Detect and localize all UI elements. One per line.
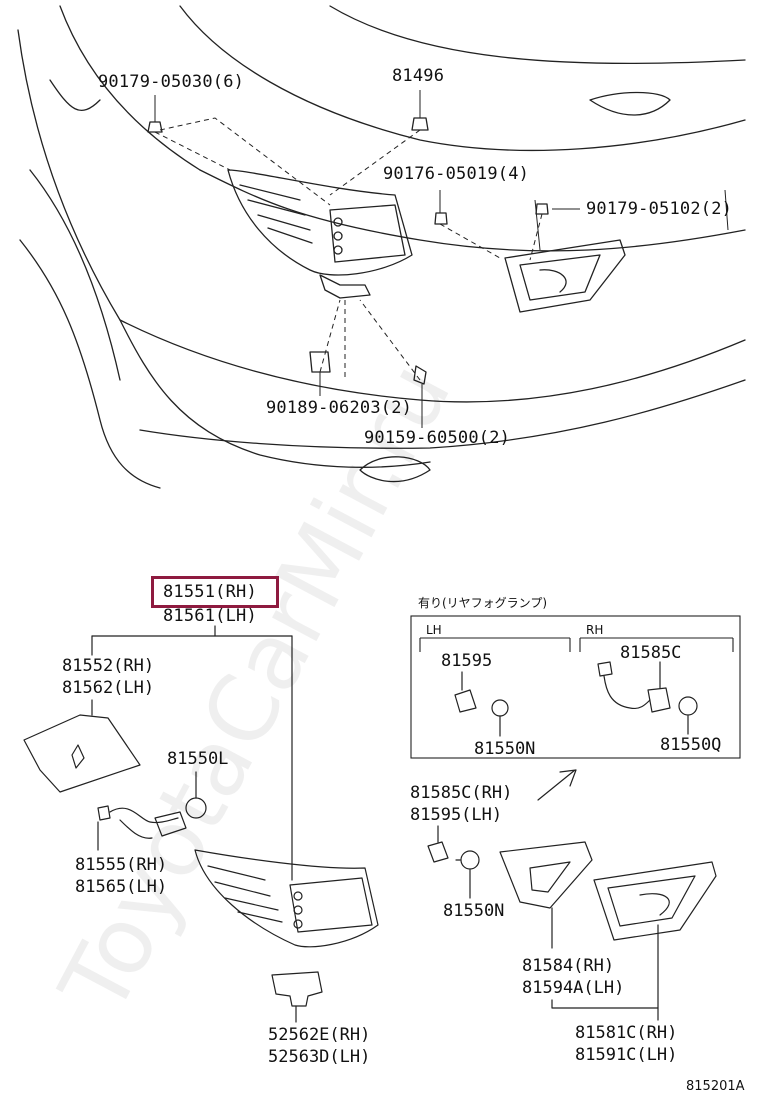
label-81550L: 81550L bbox=[167, 749, 229, 769]
label-81595-lh: 81595(LH) bbox=[410, 805, 503, 825]
tail-lamp-assembly-icon bbox=[194, 849, 379, 948]
label-90179-05102: 90179-05102(2) bbox=[586, 199, 733, 219]
label-81585C-rh: 81585C(RH) bbox=[410, 783, 513, 803]
fog-box-rh-bulb-icon bbox=[678, 696, 698, 735]
fog-lamp-assembly-icon bbox=[593, 861, 717, 1009]
label-81552-rh: 81552(RH) bbox=[62, 656, 155, 676]
fog-box-lh-bulb-icon bbox=[491, 699, 509, 737]
installed-fog-lamp-icon bbox=[504, 239, 626, 313]
label-81584-rh: 81584(RH) bbox=[522, 956, 615, 976]
label-52562E-rh: 52562E(RH) bbox=[268, 1025, 371, 1045]
fog-box-rh-bulb-label: 81550Q bbox=[660, 735, 722, 755]
main-part-highlight bbox=[151, 576, 279, 608]
label-81591C-lh: 81591C(LH) bbox=[575, 1045, 678, 1065]
fog-box-lh-label: LH bbox=[426, 623, 442, 637]
figure-code: 815201A bbox=[686, 1079, 745, 1094]
fog-socket-icon bbox=[427, 825, 449, 863]
label-81550N: 81550N bbox=[443, 901, 505, 921]
label-90176-05019: 90176-05019(4) bbox=[383, 164, 530, 184]
label-81562-lh: 81562(LH) bbox=[62, 678, 155, 698]
label-90189-06203: 90189-06203(2) bbox=[266, 398, 413, 418]
dashed-leaders bbox=[154, 117, 543, 381]
fog-box-rh-harness-icon bbox=[597, 661, 671, 713]
main-part-bracket bbox=[91, 625, 293, 881]
fog-box-lh-socket-icon bbox=[454, 671, 477, 713]
leader-lines-top bbox=[154, 90, 729, 428]
arrow-icon bbox=[537, 769, 577, 801]
label-81555-rh: 81555(RH) bbox=[75, 855, 168, 875]
gasket-icon bbox=[23, 699, 141, 793]
clip-icons bbox=[147, 117, 549, 385]
label-81594A-lh: 81594A(LH) bbox=[522, 978, 625, 998]
fog-box-rh-socket-label: 81585C bbox=[620, 643, 682, 663]
wiring-harness-icon bbox=[97, 805, 187, 851]
installed-tail-lamp-icon bbox=[227, 169, 413, 299]
label-81565-lh: 81565(LH) bbox=[75, 877, 168, 897]
main-part-rh[interactable]: 81551(RH) bbox=[163, 582, 257, 602]
fog-box-lh-bulb-label: 81550N bbox=[474, 739, 536, 759]
vehicle-body-outline bbox=[17, 5, 746, 489]
fog-box-rh-label: RH bbox=[586, 623, 604, 637]
label-52563D-lh: 52563D(LH) bbox=[268, 1047, 371, 1067]
fog-box-lh-socket-label: 81595 bbox=[441, 651, 493, 671]
fog-gasket-icon bbox=[499, 841, 593, 949]
fog-option-box bbox=[410, 615, 741, 759]
label-81581C-rh: 81581C(RH) bbox=[575, 1023, 678, 1043]
label-90179-05030: 90179-05030(6) bbox=[98, 72, 245, 92]
bulb-81550L-icon bbox=[185, 771, 207, 819]
label-90159-60500: 90159-60500(2) bbox=[364, 428, 511, 448]
label-81496: 81496 bbox=[392, 66, 445, 86]
socket-52562E-icon bbox=[271, 971, 323, 1023]
fog-lamp-bracket bbox=[551, 999, 659, 1021]
main-part-lh: 81561(LH) bbox=[163, 606, 257, 626]
fog-bulb-icon bbox=[455, 850, 480, 899]
fog-box-title: 有り(リヤフォグランプ) bbox=[418, 596, 548, 610]
